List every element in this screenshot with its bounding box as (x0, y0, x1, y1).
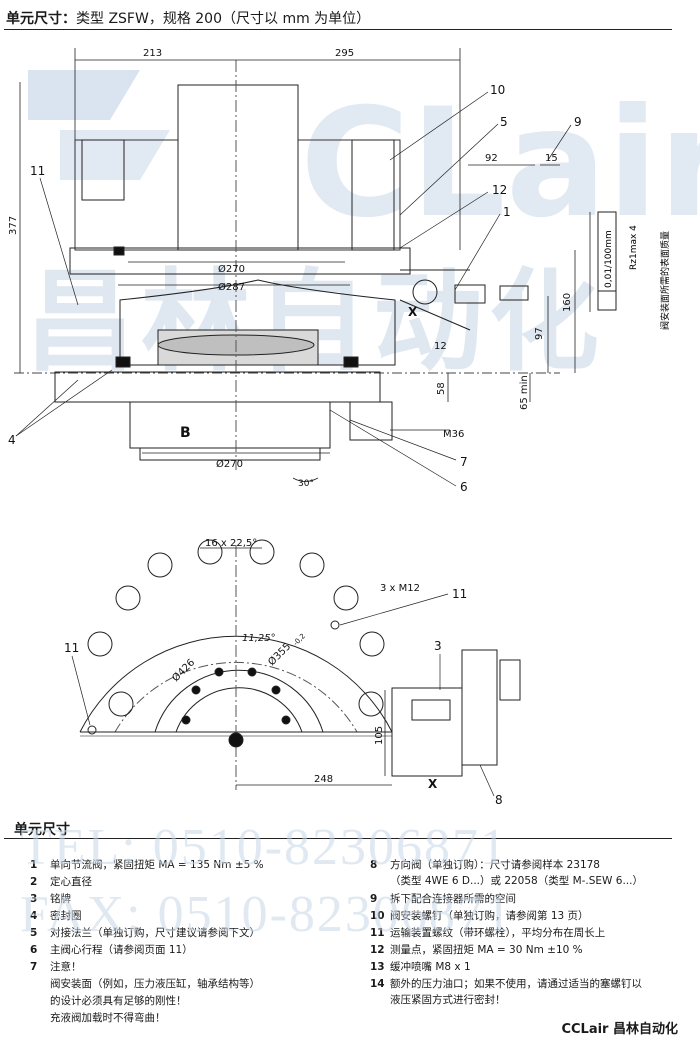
legend-note-line: 充液阀加载时不得弯曲！ (50, 1012, 166, 1024)
dim-160: 160 (562, 293, 573, 312)
dim-angle-1125: 11,25° (242, 633, 276, 644)
view-x-top: X (408, 305, 418, 319)
header-divider (4, 29, 672, 30)
view-x-bottom: X (428, 777, 438, 791)
dim-m36: M36 (443, 429, 464, 440)
callout-10: 10 (490, 83, 505, 97)
callout-6: 6 (460, 480, 468, 494)
callout-7: 7 (460, 455, 468, 469)
dim-97: 97 (534, 327, 545, 340)
surface-note: 阀安装面所需的表面质量 (659, 231, 671, 330)
callout-11-left: 11 (64, 641, 79, 655)
callout-11-right: 11 (452, 587, 467, 601)
callout-5: 5 (500, 115, 508, 129)
dim-287: Ø287 (218, 281, 245, 293)
dim-270-lower: Ø270 (216, 458, 243, 470)
dim-12: 12 (434, 341, 447, 352)
dim-355-tol: -0,2 (292, 632, 307, 647)
technical-drawing: CCLair 昌林自动化 (8, 48, 700, 807)
dim-426: Ø426 (170, 657, 198, 685)
callout-12: 12 (492, 183, 507, 197)
watermark-fax: FAX: 0510-82306871 (20, 886, 513, 943)
watermark-logo-cn: 昌林自动化 (25, 258, 605, 386)
callout-4: 4 (8, 433, 16, 447)
dim-15: 15 (545, 153, 558, 164)
dim-65min: 65 min (519, 375, 530, 410)
dim-248: 248 (314, 774, 333, 785)
page-title-rest: 类型 ZSFW，规格 200（尺寸以 mm 为单位） (76, 11, 371, 27)
label-b: B (180, 425, 191, 441)
legend-note-line: 阀安装面（例如，压力液压缸，轴承结构等） (50, 978, 260, 990)
angle-30: 30° (298, 479, 314, 489)
footer-brand: CCLair 昌林自动化 (561, 1022, 678, 1037)
callout-1: 1 (503, 205, 511, 219)
page-title-bold: 单元尺寸： (6, 11, 76, 27)
callout-11-top: 11 (30, 164, 45, 178)
page-title: 单元尺寸：类型 ZSFW，规格 200（尺寸以 mm 为单位） (6, 8, 370, 28)
watermark-tel: TEL: 0510-82306871 (20, 819, 509, 876)
roughness-value: Rz1max 4 (629, 225, 639, 270)
callout-9: 9 (574, 115, 582, 129)
dim-377: 377 (8, 216, 19, 235)
dim-270-upper: Ø270 (218, 263, 245, 275)
legend-title: 单元尺寸 (14, 822, 70, 838)
legend-note-line: 的设计必须具有足够的刚性！ (50, 995, 187, 1007)
dim-213: 213 (143, 48, 162, 59)
callout-8: 8 (495, 793, 503, 807)
legend-divider (4, 838, 672, 839)
tolerance-frame: 0,01/100mm Rz1max 4 阀安装面所需的表面质量 (597, 211, 671, 330)
callout-3: 3 (434, 639, 442, 653)
dim-58: 58 (436, 382, 447, 395)
dim-92: 92 (485, 153, 498, 164)
dim-295: 295 (335, 48, 354, 59)
dim-m12: 3 x M12 (380, 583, 420, 594)
dim-holes: 16 x 22,5° (205, 538, 257, 549)
dim-105: 105 (374, 726, 385, 745)
tolerance-value: 0,01/100mm (604, 230, 614, 288)
